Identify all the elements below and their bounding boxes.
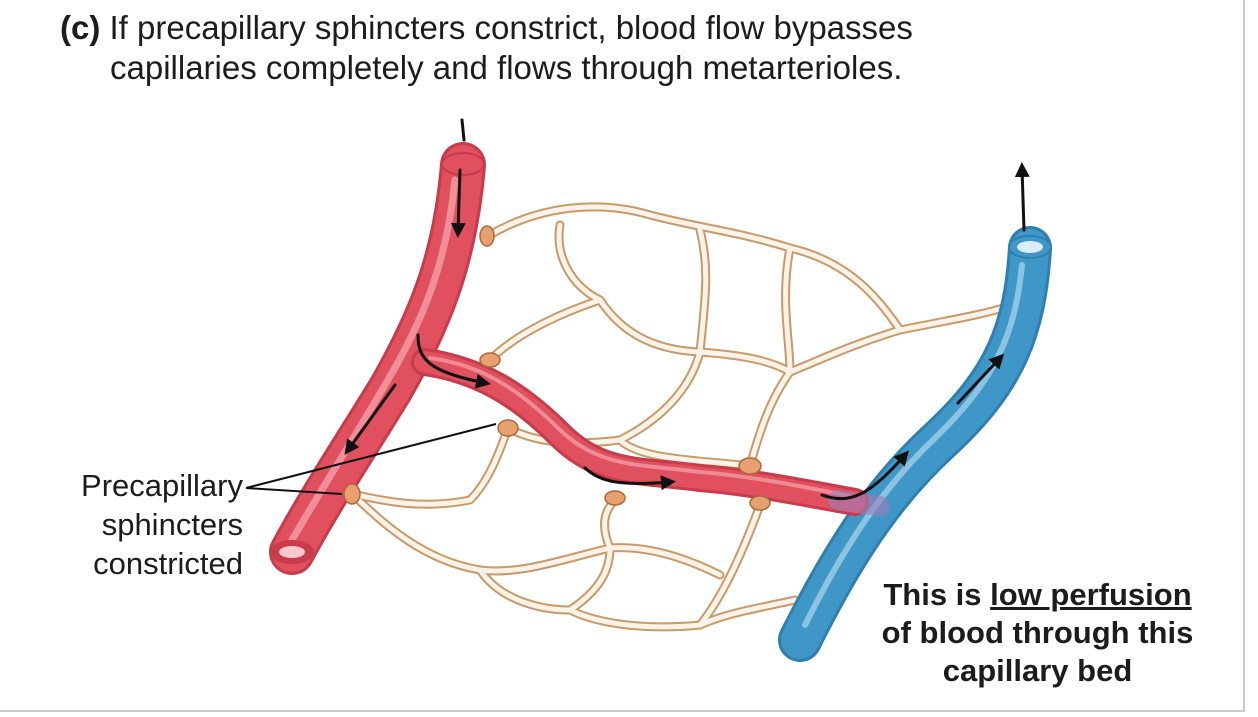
caption-tag: (c) [60, 9, 101, 46]
sphincter-6 [738, 457, 762, 475]
caption-line-2: capillaries completely and flows through… [110, 49, 903, 86]
sphincters-label-line-2: sphincters [101, 507, 243, 542]
note-line-3: capillary bed [942, 653, 1133, 688]
note-part-1: This is [883, 577, 991, 612]
sphincter-3 [497, 419, 519, 437]
sphincter-7 [749, 495, 771, 511]
sphincters-label-line-3: constricted [93, 546, 243, 581]
arrow-to-venule [820, 450, 909, 501]
venule [778, 226, 1052, 662]
sphincter-2 [479, 352, 501, 368]
arrow-into-metarteriole [416, 333, 491, 389]
note-line-2: of blood through this [881, 615, 1194, 650]
precapillary-sphincters [343, 225, 771, 511]
arrow-into-arteriole [460, 118, 466, 142]
sphincters-label-line-1: Precapillary [81, 468, 243, 503]
sphincter-4 [343, 483, 361, 505]
capillary-network [347, 202, 1008, 632]
sphincters-label: Precapillary sphincters constricted [20, 466, 243, 583]
perfusion-note: This is low perfusion of blood through t… [845, 576, 1230, 690]
arrow-out-venule [1014, 162, 1030, 232]
note-underlined: low perfusion [990, 577, 1192, 612]
arrow-mid-metarteriole [583, 466, 676, 491]
label-leader-lines [245, 423, 497, 495]
arrow-down-left-arteriole [344, 383, 397, 455]
arrow-up-venule [956, 353, 1005, 405]
sphincter-5 [604, 490, 626, 506]
flow-arrows [344, 118, 1030, 501]
note-line-1: This is low perfusion [845, 576, 1230, 614]
caption-line-1: If precapillary sphincters constrict, bl… [109, 9, 913, 46]
arrow-down-arteriole [450, 168, 466, 238]
figure-caption: (c) If precapillary sphincters constrict… [60, 8, 1060, 88]
sphincter-1 [479, 225, 495, 247]
metarteriole [411, 348, 890, 516]
